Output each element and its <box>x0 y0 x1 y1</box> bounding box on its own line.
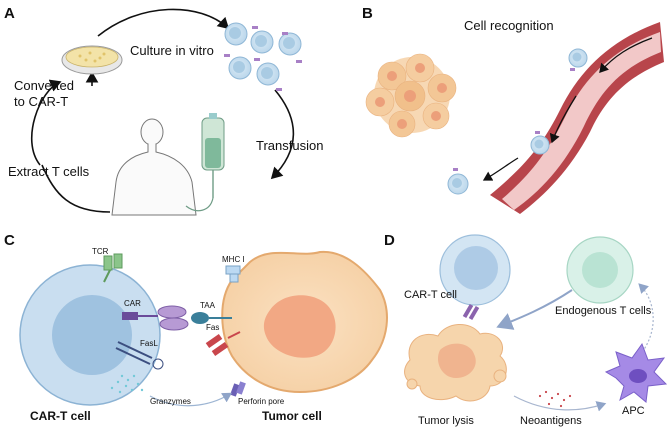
extract-label: Extract T cells <box>8 164 90 179</box>
panel-c: C TCR MHC I CAR <box>4 232 388 423</box>
d-apc-cell <box>604 342 668 403</box>
vessel-flow-arrow-2 <box>549 95 577 144</box>
d-neoantigen-dots <box>538 390 572 408</box>
d-neoantigen-arrow <box>513 395 607 412</box>
converted-label-line1: Converted <box>14 78 74 93</box>
tcr-label: TCR <box>92 247 109 256</box>
d-cart-cell <box>439 234 511 321</box>
d-endogenous-tcell <box>566 236 634 304</box>
granzyme-dots <box>110 374 144 394</box>
panel-d: D CAR-T cell Endogenous T cells Tumor ly… <box>384 232 668 427</box>
vessel-tcell-2 <box>530 131 550 155</box>
fasl-icon <box>115 341 164 370</box>
tumor-cell-caption: Tumor cell <box>262 409 322 423</box>
arrow-transfusion <box>270 89 295 180</box>
perforin-pore-icon <box>230 381 246 397</box>
mhc-icon <box>225 265 241 283</box>
panel-a-letter: A <box>4 5 15 22</box>
taa-label: TAA <box>200 301 216 310</box>
d-cart-label: CAR-T cell <box>404 289 457 301</box>
blood-vessel <box>490 22 664 214</box>
vessel-exit-arrow <box>482 157 519 181</box>
petri-dish-icon <box>61 45 123 75</box>
panel-c-letter: C <box>4 232 15 249</box>
converted-label-line2: to CAR-T <box>14 94 68 109</box>
granzymes-label: Granzymes <box>150 397 191 406</box>
tumor-mass <box>365 53 457 138</box>
arrow-extract <box>41 164 111 213</box>
d-endogenous-arrow <box>496 289 573 330</box>
cart-cell-large <box>19 264 161 406</box>
granzyme-arrow <box>149 392 233 407</box>
cultured-cells <box>224 22 302 91</box>
taa-icon <box>191 312 232 324</box>
fas-label: Fas <box>206 323 219 332</box>
arrow-converted <box>30 79 62 166</box>
car-icon <box>122 305 189 331</box>
d-endogenous-label: Endogenous T cells <box>555 305 652 317</box>
panel-b: B Cell recognition <box>362 5 664 214</box>
tumor-cell-large <box>221 250 388 394</box>
panel-b-letter: B <box>362 5 373 22</box>
perforin-label: Perforin pore <box>238 397 285 406</box>
panel-d-letter: D <box>384 232 395 249</box>
d-tumor-lysis-label: Tumor lysis <box>418 415 474 427</box>
patient-icon <box>111 118 197 216</box>
recognition-label: Cell recognition <box>464 18 554 33</box>
car-label: CAR <box>124 299 141 308</box>
d-tumor-lysis <box>404 324 507 402</box>
fasl-label: FasL <box>140 339 158 348</box>
iv-bag-icon <box>185 113 225 212</box>
cart-cell-caption: CAR-T cell <box>30 409 91 423</box>
culture-label: Culture in vitro <box>130 43 214 58</box>
vessel-tcell-1 <box>568 48 588 71</box>
arrow-culture <box>97 8 230 37</box>
panel-a: A Culture in vitro Converted to C <box>4 5 323 216</box>
transfusion-label: Transfusion <box>256 138 323 153</box>
d-apc-arrow <box>638 283 654 356</box>
d-neoantigens-label: Neoantigens <box>520 415 582 427</box>
mhc-label: MHC I <box>222 255 245 264</box>
exiting-tcell <box>447 168 469 195</box>
tcr-icon <box>103 253 123 283</box>
vessel-flow-arrow-1 <box>599 37 653 73</box>
d-apc-label: APC <box>622 405 645 417</box>
fas-icon <box>205 331 241 357</box>
